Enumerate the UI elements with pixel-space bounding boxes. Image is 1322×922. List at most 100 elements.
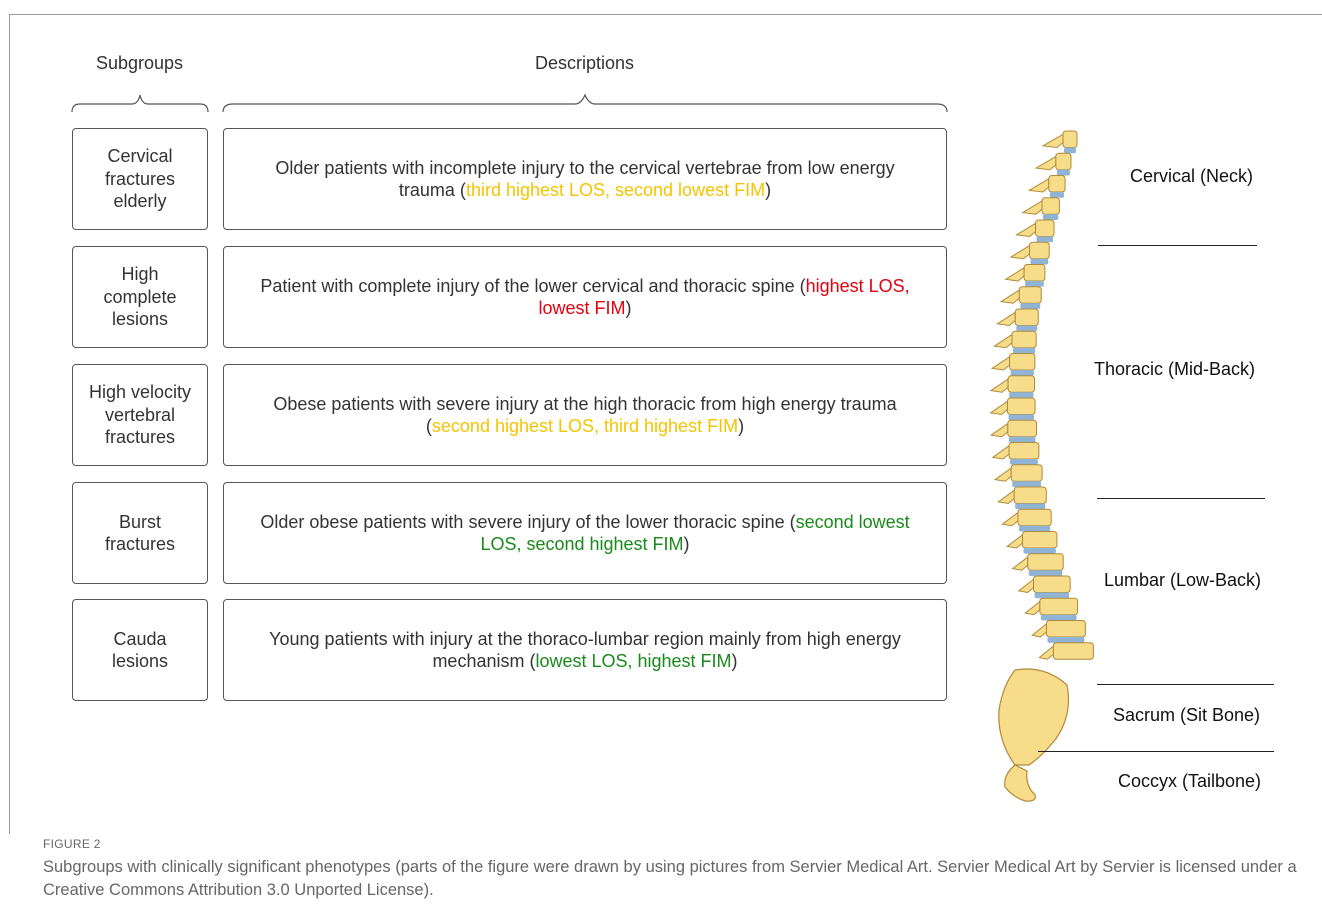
vertebral-body	[1024, 265, 1045, 281]
region-divider	[1097, 684, 1274, 685]
subgroup-line: Cauda	[112, 628, 168, 651]
vertebral-body	[1018, 509, 1051, 525]
spinous-process	[997, 312, 1015, 325]
region-sacrum: Sacrum (Sit Bone)	[1113, 705, 1260, 726]
description-text: )	[738, 416, 744, 436]
intervertebral-disc	[1009, 437, 1036, 443]
vertebral-body	[1023, 532, 1057, 548]
vertebral-body	[1028, 554, 1063, 570]
subgroup-line: fractures	[105, 533, 175, 556]
spinous-process	[1019, 579, 1034, 592]
intervertebral-disc	[1064, 147, 1076, 153]
outcome-highlight: LOS, second highest FIM	[480, 534, 683, 554]
region-coccyx: Coccyx (Tailbone)	[1118, 771, 1261, 792]
intervertebral-disc	[1047, 637, 1084, 643]
spinous-process	[992, 357, 1009, 370]
spinous-process	[991, 424, 1008, 437]
subgroups-brace	[70, 92, 210, 114]
spinous-process	[1013, 557, 1028, 570]
description-text: )	[626, 298, 632, 318]
subgroup-line: fractures	[105, 168, 175, 191]
subgroup-line: High velocity	[89, 381, 191, 404]
vertebral-body	[1012, 331, 1036, 347]
vertebral-body	[1049, 176, 1065, 192]
vertebral-body	[1053, 643, 1093, 659]
vertebral-body	[1046, 621, 1085, 637]
spine-illustration	[975, 125, 1105, 805]
intervertebral-disc	[1025, 281, 1044, 287]
region-divider	[1098, 245, 1257, 246]
vertebral-body	[1042, 198, 1059, 214]
vertebral-body	[1019, 287, 1041, 303]
intervertebral-disc	[1035, 592, 1070, 598]
subgroup-line: Burst	[105, 511, 175, 534]
figure-label: FIGURE 2	[43, 837, 101, 851]
vertebral-body	[1011, 465, 1042, 481]
descriptions-header: Descriptions	[223, 53, 946, 74]
vertebral-body	[1014, 487, 1046, 503]
spinous-process	[991, 401, 1008, 414]
subgroup-box: High complete lesions	[72, 246, 208, 348]
description-text: )	[684, 534, 690, 554]
description-box: Older obese patients with severe injury …	[223, 482, 947, 584]
description-box: Young patients with injury at the thorac…	[223, 599, 947, 701]
vertebral-body	[1009, 443, 1039, 459]
figure-caption: Subgroups with clinically significant ph…	[43, 856, 1303, 902]
spinous-process	[1036, 157, 1056, 170]
region-divider	[1038, 751, 1274, 752]
spinous-process	[993, 446, 1009, 459]
spinous-process	[998, 490, 1014, 503]
intervertebral-disc	[1010, 459, 1038, 465]
spinous-process	[991, 379, 1008, 392]
intervertebral-disc	[1013, 348, 1035, 354]
intervertebral-disc	[1031, 259, 1049, 265]
intervertebral-disc	[1016, 325, 1037, 331]
description-text: )	[732, 651, 738, 671]
intervertebral-disc	[1024, 548, 1056, 554]
subgroup-box: Cervical fractures elderly	[72, 128, 208, 230]
description-box: Older patients with incomplete injury to…	[223, 128, 947, 230]
description-text: Young patients with injury at the thorac…	[269, 628, 901, 651]
subgroup-box: Burst fractures	[72, 482, 208, 584]
spinous-process	[1032, 624, 1046, 637]
spinous-process	[1017, 223, 1036, 236]
outcome-highlight: second highest LOS, third highest FIM	[432, 416, 738, 436]
vertebral-body	[1015, 309, 1038, 325]
vertebral-body	[1056, 153, 1071, 169]
vertebral-body	[1010, 354, 1035, 370]
description-text: Patient with complete injury of the lowe…	[260, 276, 805, 296]
spinous-process	[1025, 602, 1040, 615]
region-thoracic: Thoracic (Mid-Back)	[1094, 359, 1255, 380]
description-text: Older obese patients with severe injury …	[260, 512, 795, 532]
outcome-highlight: highest LOS,	[806, 276, 910, 296]
spinous-process	[1007, 535, 1022, 548]
subgroup-line: lesions	[103, 308, 176, 331]
description-box: Obese patients with severe injury at the…	[223, 364, 947, 466]
intervertebral-disc	[1050, 192, 1064, 198]
spinous-process	[1001, 290, 1019, 303]
intervertebral-disc	[1012, 481, 1041, 487]
vertebrae-group	[991, 131, 1094, 659]
vertebral-body	[1030, 242, 1050, 258]
intervertebral-disc	[1029, 570, 1062, 576]
region-lumbar: Lumbar (Low-Back)	[1104, 570, 1261, 591]
vertebral-body	[1063, 131, 1077, 147]
description-box: Patient with complete injury of the lowe…	[223, 246, 947, 348]
region-divider	[1097, 498, 1265, 499]
intervertebral-disc	[1043, 214, 1058, 220]
outcome-highlight: lowest FIM	[538, 298, 625, 318]
vertebral-body	[1040, 598, 1078, 614]
subgroup-line: High	[103, 263, 176, 286]
intervertebral-disc	[1009, 392, 1033, 398]
region-cervical: Cervical (Neck)	[1130, 166, 1253, 187]
vertebral-body	[1034, 576, 1071, 592]
intervertebral-disc	[1019, 526, 1050, 532]
spinous-process	[995, 468, 1011, 481]
spinous-process	[994, 335, 1012, 348]
intervertebral-disc	[1037, 236, 1054, 242]
vertebral-body	[1008, 376, 1034, 392]
description-text: trauma (	[399, 180, 466, 200]
intervertebral-disc	[1011, 370, 1034, 376]
subgroups-header: Subgroups	[72, 53, 207, 74]
outcome-highlight: second lowest	[796, 512, 910, 532]
